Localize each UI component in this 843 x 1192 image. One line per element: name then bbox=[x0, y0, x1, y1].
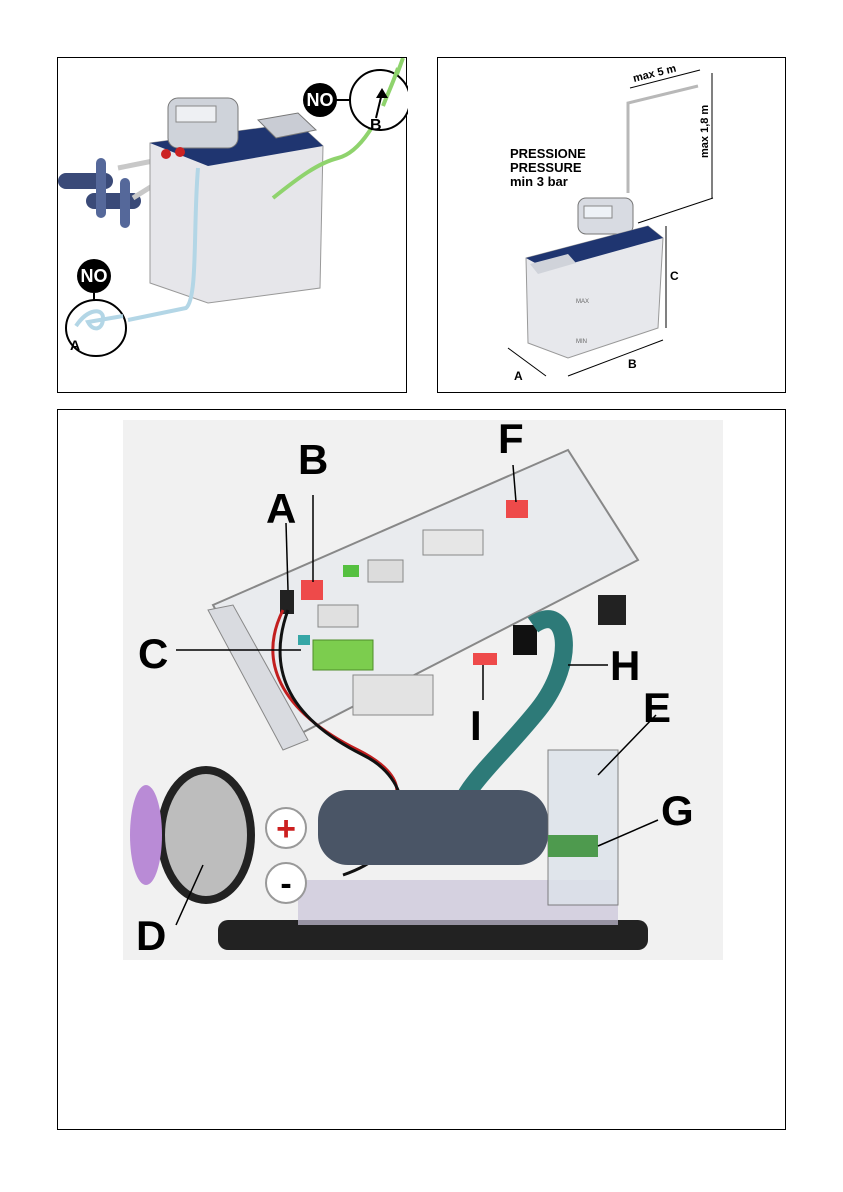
bracket-e bbox=[548, 750, 618, 905]
label-b: B bbox=[298, 436, 328, 483]
dim-b-label: B bbox=[628, 357, 637, 371]
label-c: C bbox=[138, 630, 168, 677]
drive-gear bbox=[130, 785, 162, 885]
pressure-label-en: PRESSURE bbox=[510, 160, 582, 175]
sensor-board-g bbox=[548, 835, 598, 857]
no-label-bottom: NO bbox=[81, 266, 108, 286]
motor-d bbox=[161, 770, 251, 900]
dim-line-slant bbox=[638, 198, 713, 223]
component-i bbox=[473, 653, 497, 665]
bypass-valve-2 bbox=[120, 178, 130, 228]
callout-b-label: B bbox=[370, 117, 382, 134]
label-h: H bbox=[610, 642, 640, 689]
tank-max-mark: MAX bbox=[576, 299, 589, 305]
pressure-min: min 3 bar bbox=[510, 174, 568, 189]
green-module bbox=[313, 640, 373, 670]
label-i: I bbox=[470, 702, 482, 749]
drain-line bbox=[628, 86, 698, 193]
ribbon-connector bbox=[513, 625, 537, 655]
label-f: F bbox=[498, 415, 524, 462]
transformer bbox=[353, 675, 433, 715]
relay bbox=[318, 605, 358, 627]
component-c bbox=[298, 635, 310, 645]
label-e: E bbox=[643, 684, 671, 731]
red-fitting bbox=[161, 149, 171, 159]
cam-shaft bbox=[318, 790, 548, 865]
label-g: G bbox=[661, 787, 694, 834]
callout-a-label: A bbox=[70, 337, 80, 353]
display bbox=[176, 106, 216, 122]
component-f bbox=[506, 500, 528, 518]
minus-label: - bbox=[280, 865, 291, 903]
display bbox=[584, 206, 612, 218]
pressure-label-it: PRESSIONE bbox=[510, 146, 586, 161]
control-board-illustration: + - A B C D E F G H I bbox=[58, 410, 787, 1131]
dim-a-label: A bbox=[514, 369, 523, 383]
power-socket bbox=[598, 595, 626, 625]
tank-min-mark: MIN bbox=[576, 339, 587, 345]
plus-label: + bbox=[276, 810, 296, 848]
chip bbox=[368, 560, 403, 582]
installation-panel: B NO NO A bbox=[57, 57, 407, 393]
control-board-panel: + - A B C D E F G H I bbox=[57, 409, 786, 1130]
no-label-top: NO bbox=[307, 90, 334, 110]
dim-c-label: C bbox=[670, 269, 679, 283]
green-chip bbox=[343, 565, 359, 577]
installation-illustration: B NO NO A bbox=[58, 58, 408, 394]
display-connector bbox=[423, 530, 483, 555]
label-a: A bbox=[266, 485, 296, 532]
label-d: D bbox=[136, 912, 166, 959]
max-height-label: max 1,8 m bbox=[699, 105, 711, 158]
red-fitting-2 bbox=[175, 147, 185, 157]
bypass-valve bbox=[96, 158, 106, 218]
component-b bbox=[301, 580, 323, 600]
dimensions-illustration: PRESSIONE PRESSURE min 3 bar max 5 m max… bbox=[438, 58, 787, 394]
dimensions-panel: PRESSIONE PRESSURE min 3 bar max 5 m max… bbox=[437, 57, 786, 393]
